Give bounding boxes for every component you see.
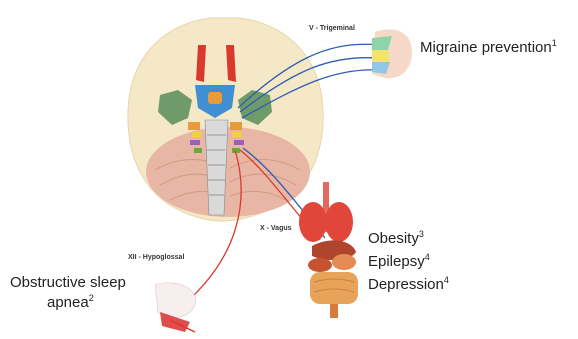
migraine-ref: 1 — [552, 38, 557, 48]
osa-ref: 2 — [89, 293, 94, 303]
depression-label: Depression4 — [368, 275, 449, 295]
obesity-ref: 3 — [419, 229, 424, 239]
depression-ref: 4 — [444, 275, 449, 285]
epilepsy-text: Epilepsy — [368, 253, 425, 270]
obesity-label: Obesity3 — [368, 229, 424, 249]
brain-illustration — [128, 18, 323, 221]
epilepsy-ref: 4 — [425, 252, 430, 262]
obesity-text: Obesity — [368, 230, 419, 247]
epilepsy-label: Epilepsy4 — [368, 252, 430, 272]
migraine-text: Migraine prevention — [420, 39, 552, 56]
cerebellum — [146, 127, 310, 217]
trigeminal-label: V - Trigeminal — [309, 25, 355, 32]
migraine-prevention-label: Migraine prevention1 — [420, 38, 557, 58]
optic-chiasm — [208, 92, 222, 104]
osa-text-line2: apnea — [47, 294, 89, 311]
medulla — [205, 120, 228, 215]
depression-text: Depression — [368, 276, 444, 293]
nerve-root-left — [188, 122, 200, 130]
osa-text-line1: Obstructive sleep — [10, 274, 126, 291]
organs-illustration — [299, 182, 358, 318]
vagus-label: X - Vagus — [260, 225, 292, 232]
hypoglossal-label: XII - Hypoglossal — [128, 254, 184, 261]
face-illustration — [372, 29, 412, 78]
nerve-root-right — [230, 122, 242, 130]
osa-label-line2: apnea2 — [47, 293, 94, 313]
osa-label-line1: Obstructive sleep — [10, 273, 126, 293]
tongue-illustration — [155, 283, 196, 332]
